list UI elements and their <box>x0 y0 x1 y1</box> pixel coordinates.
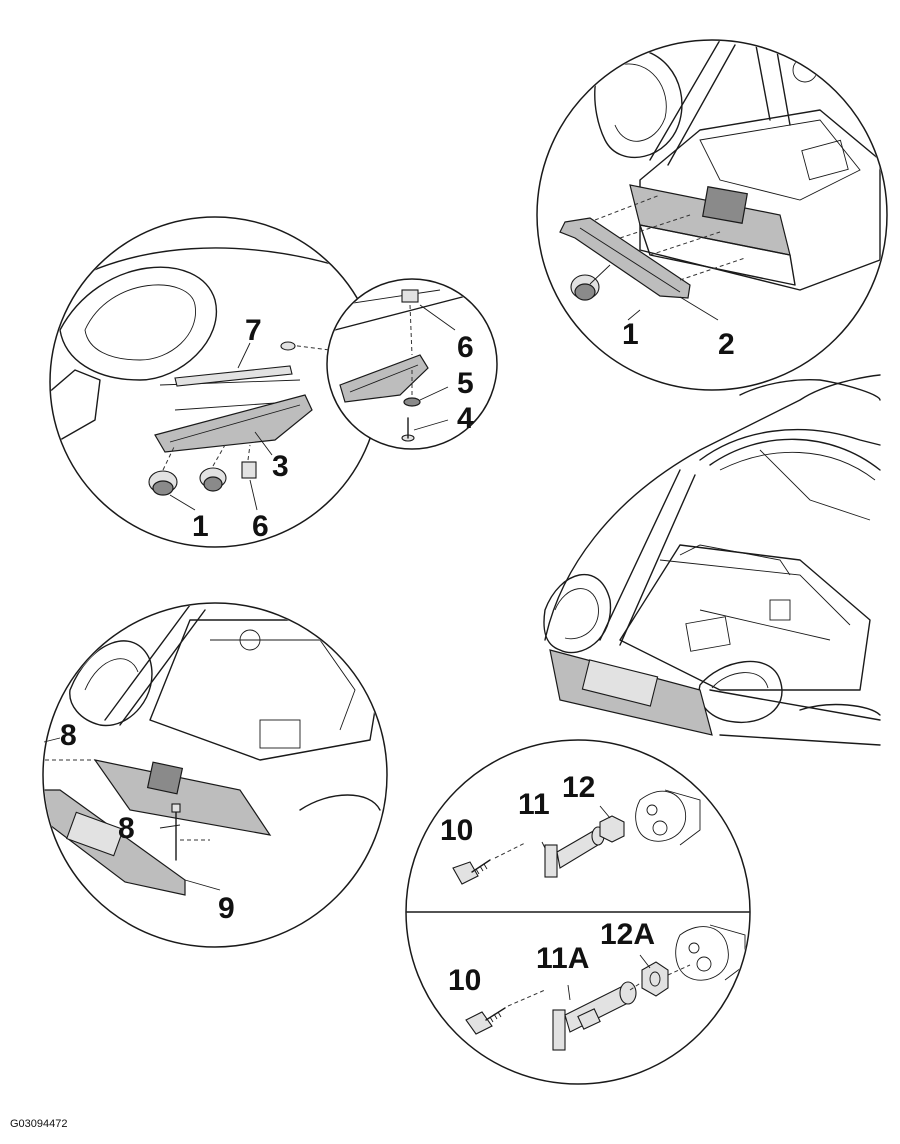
callout-3: 3 <box>272 450 289 483</box>
callout-1-top: 1 <box>622 318 639 351</box>
callout-5: 5 <box>457 367 474 400</box>
callout-10-lower: 10 <box>448 964 481 997</box>
callout-10-upper: 10 <box>440 814 473 847</box>
callout-7: 7 <box>245 314 262 347</box>
callout-12a: 12A <box>600 918 655 951</box>
detail-circle-top-right: 1 2 <box>536 39 888 391</box>
callout-2: 2 <box>718 328 735 361</box>
callout-6-inset: 6 <box>457 331 474 364</box>
gasket-icon <box>599 815 625 843</box>
callout-1-left: 1 <box>192 510 209 543</box>
detail-circle-inset: 6 5 4 <box>326 278 498 450</box>
callout-11a: 11A <box>536 942 589 975</box>
bracket-icon <box>544 826 605 878</box>
nut-icon <box>280 341 296 351</box>
callout-8-top: 8 <box>60 719 77 752</box>
callout-9: 9 <box>218 892 235 925</box>
callout-4: 4 <box>457 402 474 435</box>
callout-12: 12 <box>562 771 595 804</box>
detail-circle-bottom-right: 10 11 12 10 11A 12A <box>405 739 751 1085</box>
towing-eye-icon <box>552 981 637 1051</box>
figure-id: G03094472 <box>10 1118 68 1130</box>
bolt-icon <box>465 1007 506 1035</box>
callout-11: 11 <box>518 788 550 821</box>
vehicle-front-view <box>543 374 881 746</box>
detail-circle-bottom-left: 8 8 9 <box>42 602 388 948</box>
callout-6-left: 6 <box>252 510 269 543</box>
bolt-icon <box>452 859 491 885</box>
callout-8-bottom: 8 <box>118 812 135 845</box>
gasket-icon <box>641 961 669 997</box>
